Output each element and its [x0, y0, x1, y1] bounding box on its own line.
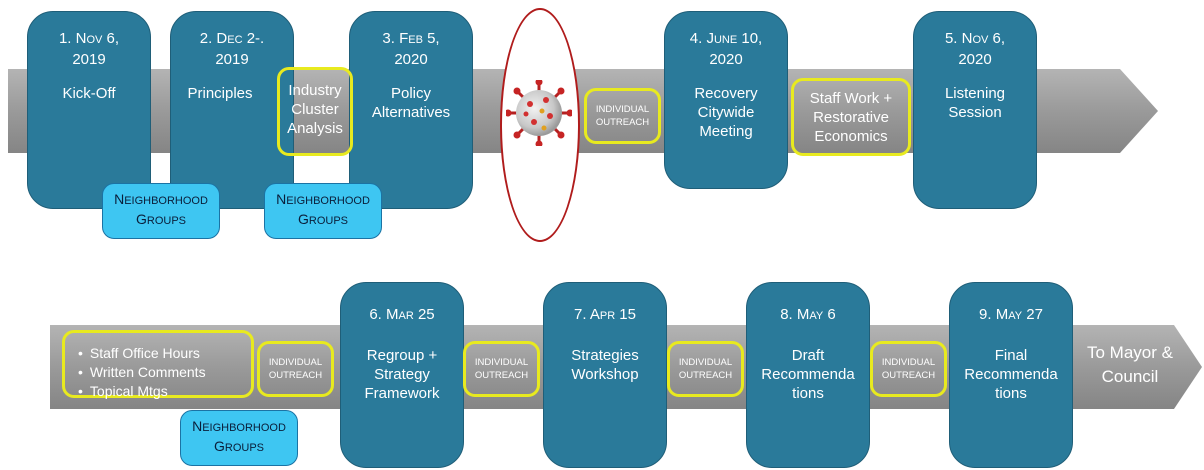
step-7-date: 7. APR 15 — [574, 306, 636, 323]
step-3-label: Policy Alternatives — [371, 85, 451, 121]
industry-cluster-label: Industry Cluster Analysis — [287, 82, 343, 137]
step-5-box: 5. NOV 6,2020 Listening Session — [913, 11, 1037, 209]
bullet-item: Topical Mtgs — [78, 382, 206, 401]
step-3-date: 3. FEB 5,2020 — [382, 30, 440, 68]
industry-cluster-highlight — [277, 67, 353, 156]
step-4-date: 4. JUNE 10,2020 — [689, 30, 763, 68]
step-2-date: 2. DEC 2-.2019 — [199, 30, 265, 68]
step-8-date: 8. MAY 6 — [780, 306, 836, 323]
step-1-box: 1. NOV 6,2019 Kick-Off — [27, 11, 151, 209]
step-9-box: 9. MAY 27 Final Recommenda tions — [949, 282, 1073, 468]
step-1-date: 1. NOV 6,2019 — [58, 30, 120, 68]
step-6-label: Regroup + Strategy Framework — [364, 347, 440, 402]
step-4-label: Recovery Citywide Meeting — [694, 85, 758, 140]
outreach-line-1: INDIVIDUAL — [268, 357, 323, 368]
step-3-box: 3. FEB 5,2020 Policy Alternatives — [349, 11, 473, 209]
outreach-line-2: OUTREACH — [595, 117, 650, 128]
neighborhood-groups-badge: NEIGHBORHOOD GROUPS — [264, 183, 382, 239]
timeline-arrow-row1 — [0, 65, 1160, 157]
destination-label: To Mayor & Council — [1087, 343, 1173, 386]
outreach-line-1: INDIVIDUAL — [881, 357, 936, 368]
step-9-date: 9. MAY 27 — [979, 306, 1043, 323]
step-1-label: Kick-Off — [62, 85, 116, 102]
outreach-line-1: INDIVIDUAL — [474, 357, 529, 368]
outreach-line-2: OUTREACH — [474, 370, 529, 381]
step-7-label: Strategies Workshop — [571, 347, 639, 383]
individual-outreach-badge: INDIVIDUAL OUTREACH — [667, 341, 744, 397]
outreach-line-2: OUTREACH — [268, 370, 323, 381]
bullet-item: Staff Office Hours — [78, 344, 206, 363]
neighborhood-groups-badge: NEIGHBORHOOD GROUPS — [102, 183, 220, 239]
bullet-item: Written Comments — [78, 363, 206, 382]
step-8-box: 8. MAY 6 Draft Recommenda tions — [746, 282, 870, 468]
coronavirus-icon — [504, 78, 574, 148]
step-9-label: Final Recommenda tions — [964, 347, 1058, 402]
step-4-box: 4. JUNE 10,2020 Recovery Citywide Meetin… — [664, 11, 788, 189]
individual-outreach-badge: INDIVIDUAL OUTREACH — [257, 341, 334, 397]
individual-outreach-badge: INDIVIDUAL OUTREACH — [584, 88, 661, 144]
step-2-box: 2. DEC 2-.2019 Principles — [170, 11, 294, 209]
step-6-date: 6. MAR 25 — [369, 306, 435, 323]
step-6-box: 6. MAR 25 Regroup + Strategy Framework — [340, 282, 464, 468]
step-5-label: Listening Session — [944, 85, 1006, 121]
staff-work-highlight — [791, 78, 911, 156]
individual-outreach-badge: INDIVIDUAL OUTREACH — [463, 341, 540, 397]
outreach-line-2: OUTREACH — [678, 370, 733, 381]
step-8-label: Draft Recommenda tions — [761, 347, 855, 402]
outreach-line-1: INDIVIDUAL — [678, 357, 733, 368]
staff-work-label: Staff Work + Restorative Economics — [809, 90, 893, 145]
individual-outreach-badge: INDIVIDUAL OUTREACH — [870, 341, 947, 397]
other-inputs-list: Staff Office Hours Written Comments Topi… — [78, 344, 206, 401]
step-2-label: Principles — [187, 85, 253, 102]
step-5-date: 5. NOV 6,2020 — [944, 30, 1006, 68]
outreach-line-1: INDIVIDUAL — [595, 104, 650, 115]
neighborhood-groups-badge: NEIGHBORHOOD GROUPS — [180, 410, 298, 466]
step-7-box: 7. APR 15 Strategies Workshop — [543, 282, 667, 468]
outreach-line-2: OUTREACH — [881, 370, 936, 381]
